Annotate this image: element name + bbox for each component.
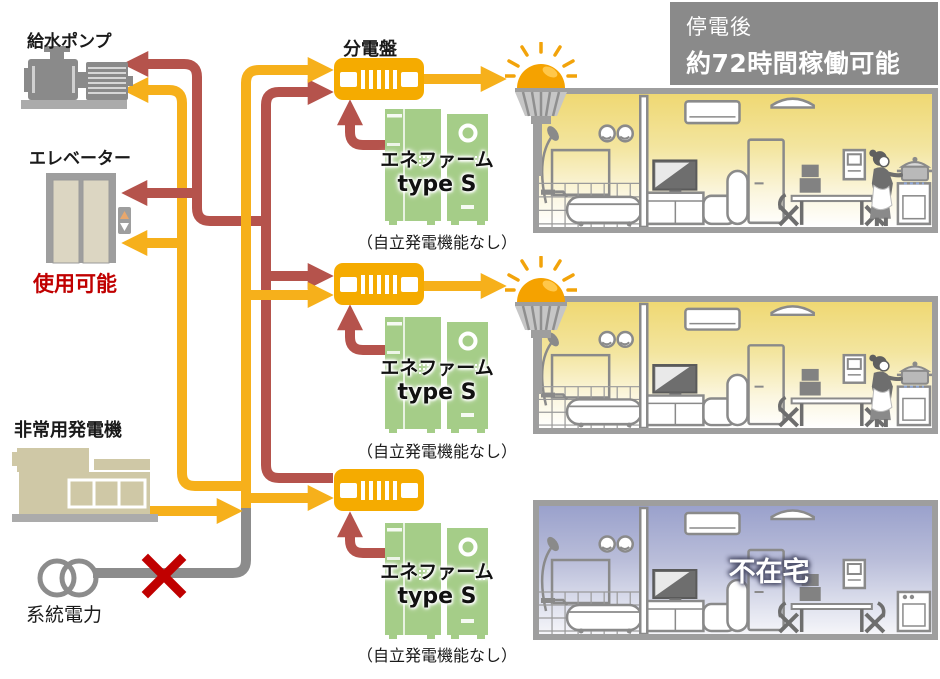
enefarm-name-line2: type S (397, 171, 477, 197)
enefarm-name-line1: エネファーム (380, 149, 494, 171)
runtime-badge: 停電後 約72時間稼働可能 (670, 2, 938, 85)
bulb-icon-1 (505, 42, 577, 126)
enefarm-note-3: （自立発電機能なし） (356, 646, 517, 665)
elevator-label: エレベーター (29, 149, 131, 169)
enefarm-name-line1: エネファーム (380, 357, 494, 379)
enefarm-name-line2: type S (397, 379, 477, 405)
distribution-board-2 (334, 263, 424, 305)
distribution-board-label: 分電盤 (343, 39, 397, 60)
grid-power-label: 系統電力 (26, 604, 103, 626)
pump-icon (21, 46, 133, 109)
badge-line2: 約72時間稼働可能 (686, 49, 901, 78)
generator-icon (12, 448, 158, 522)
enefarm-name-1: エネファーム type S (367, 149, 507, 197)
backup-power-lines (145, 57, 507, 524)
vacant-label: 不在宅 (728, 557, 810, 588)
grid-cut-cross-icon (141, 553, 187, 599)
distribution-board-3 (334, 469, 424, 511)
badge-line1: 停電後 (686, 15, 752, 39)
enefarm-name-line2: type S (397, 583, 477, 609)
apartment-room-1-lit (533, 88, 938, 233)
distribution-board-1 (334, 58, 424, 100)
enefarm-note-2: （自立発電機能なし） (356, 442, 517, 461)
lamp-pole-1 (534, 120, 542, 176)
enefarm-power-lines (121, 51, 392, 558)
grid-power-line (93, 505, 251, 578)
bulb-icon-2 (505, 256, 577, 340)
room-interior-illustration (539, 94, 932, 227)
apartment-room-3-vacant: 不在宅 (533, 500, 938, 640)
backup-line-to-pump-elevator (121, 77, 246, 491)
room-interior-illustration (539, 302, 932, 428)
generator-label: 非常用発電機 (14, 420, 122, 441)
pump-label: 給水ポンプ (27, 32, 112, 52)
elevator-icon (46, 173, 131, 264)
enefarm-name-3: エネファーム type S (367, 561, 507, 609)
lamp-pole-2 (534, 334, 542, 394)
enefarm-name-2: エネファーム type S (367, 357, 507, 405)
apartment-room-2-lit (533, 296, 938, 434)
transformer-icon (37, 558, 99, 598)
elevator-call-buttons (118, 207, 131, 234)
elevator-status-label: 使用可能 (33, 272, 117, 296)
enefarm-note-1: （自立発電機能なし） (356, 233, 517, 252)
enefarm-name-line1: エネファーム (380, 561, 494, 583)
